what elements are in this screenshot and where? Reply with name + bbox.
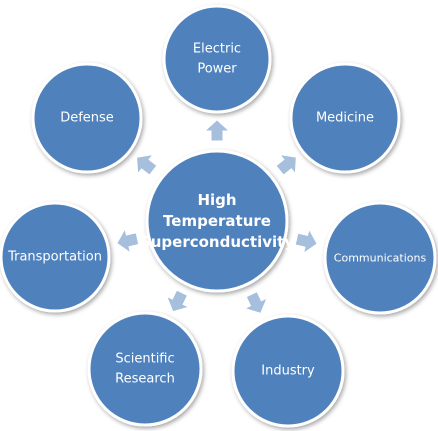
scientific-research-circle bbox=[87, 311, 203, 427]
arrow-shape bbox=[117, 230, 139, 252]
transportation-label-line: Transportation bbox=[7, 250, 102, 265]
center-hub-label-line: Temperature bbox=[163, 212, 271, 230]
industry-circle bbox=[231, 314, 345, 428]
arrow-shape bbox=[167, 290, 188, 312]
communications-label-line: Communications bbox=[334, 252, 427, 265]
arrow-to-medicine bbox=[276, 155, 296, 175]
arrows-layer bbox=[117, 120, 317, 313]
arrow-to-scientific-research bbox=[167, 290, 188, 312]
arrow-to-industry bbox=[246, 292, 267, 313]
electric-power-label-line: Electric bbox=[193, 42, 241, 57]
arrow-shape bbox=[246, 292, 267, 313]
node-industry: Industry bbox=[231, 314, 345, 428]
arrow-to-communications bbox=[295, 230, 317, 253]
center-hub-label-line: High bbox=[197, 191, 236, 209]
transportation-circle bbox=[0, 201, 111, 313]
node-medicine: Medicine bbox=[289, 62, 401, 174]
medicine-circle bbox=[289, 62, 401, 174]
node-defense: Defense bbox=[31, 62, 143, 174]
scientific-research-label-line: Research bbox=[115, 372, 175, 387]
medicine-label-line: Medicine bbox=[316, 111, 374, 126]
industry-label-line: Industry bbox=[261, 364, 315, 379]
arrow-shape bbox=[295, 230, 317, 253]
arrow-shape bbox=[206, 120, 228, 141]
electric-power-label-line: Power bbox=[197, 62, 237, 77]
scientific-research-label-line: Scientific bbox=[115, 352, 174, 367]
transportation-label: Transportation bbox=[7, 250, 102, 265]
communications-label: Communications bbox=[334, 252, 427, 265]
defense-label-line: Defense bbox=[60, 111, 114, 126]
communications-circle bbox=[323, 201, 437, 315]
arrow-to-electric-power bbox=[206, 120, 228, 141]
center-hub-label-line: Superconductivity bbox=[140, 233, 294, 251]
center-hub-circle bbox=[145, 149, 289, 293]
defense-label: Defense bbox=[60, 111, 114, 126]
electric-power-circle bbox=[162, 4, 272, 114]
arrow-to-transportation bbox=[117, 230, 139, 252]
node-transportation: Transportation bbox=[0, 201, 111, 313]
medicine-label: Medicine bbox=[316, 111, 374, 126]
arrow-shape bbox=[137, 155, 157, 175]
arrow-to-defense bbox=[137, 155, 157, 175]
arrow-shape bbox=[276, 155, 296, 175]
industry-label: Industry bbox=[261, 364, 315, 379]
node-communications: Communications bbox=[323, 201, 437, 315]
defense-circle bbox=[31, 62, 143, 174]
